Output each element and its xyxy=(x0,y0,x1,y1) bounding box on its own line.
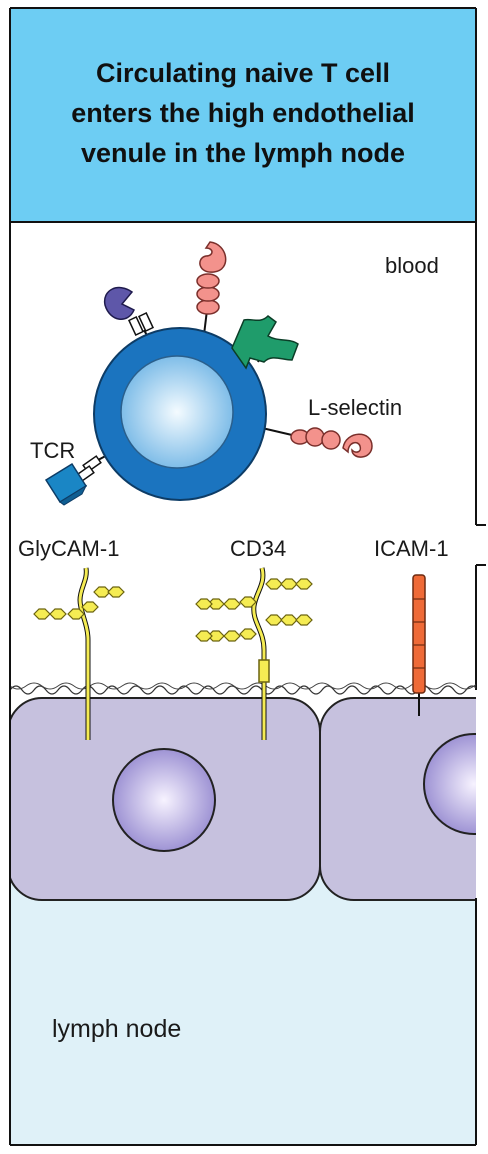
icam1-label: ICAM-1 xyxy=(374,536,449,561)
icam1-molecule xyxy=(412,574,426,716)
top-pink-receptor xyxy=(196,241,227,315)
tcr-label: TCR xyxy=(30,438,75,463)
title-line-2: enters the high endothelial xyxy=(71,98,415,128)
title-line-3: venule in the lymph node xyxy=(81,138,405,168)
tcr-molecule xyxy=(44,455,102,506)
cd34-label: CD34 xyxy=(230,536,286,561)
glycam1-label: GlyCAM-1 xyxy=(18,536,119,561)
header-band xyxy=(10,8,476,222)
lymph-node-label: lymph node xyxy=(52,1015,181,1043)
cd34-molecule xyxy=(195,567,313,740)
endothelial-layer xyxy=(10,682,476,901)
endothelial-nucleus-2 xyxy=(423,733,476,835)
title-line-1: Circulating naive T cell xyxy=(96,58,390,88)
endothelial-nucleus-1 xyxy=(112,748,216,852)
l-selectin-label: L-selectin xyxy=(308,395,402,420)
purple-receptor xyxy=(103,286,155,336)
t-cell xyxy=(93,309,293,501)
l-selectin-molecule xyxy=(290,427,373,458)
glycam1-molecule xyxy=(33,567,125,740)
green-receptor xyxy=(231,315,299,370)
t-cell-nucleus xyxy=(120,355,234,469)
lymph-node-region xyxy=(10,860,476,1145)
blood-label: blood xyxy=(385,253,439,278)
